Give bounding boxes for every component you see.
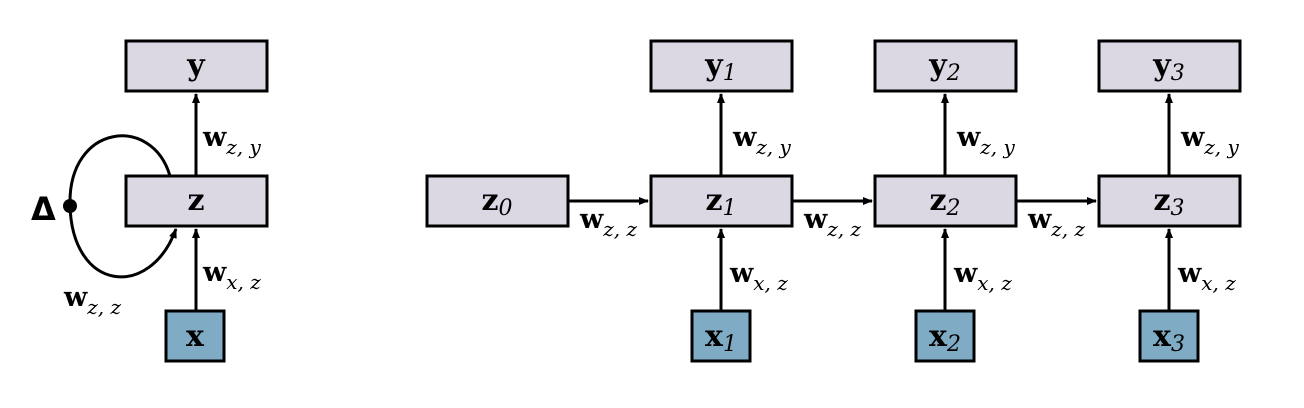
svg-text:z0: z0 <box>481 183 512 221</box>
folded-output-node: y <box>124 39 269 93</box>
step-2: y2 z2 x2 wz, y wx, z <box>873 39 1018 363</box>
hidden-node-1: z1 <box>649 174 794 228</box>
svg-text:y: y <box>186 48 206 83</box>
folded-weight-zy: wz, y <box>202 122 262 159</box>
folded-network: y z x wz, y wx, z Δ wz, z <box>31 39 269 363</box>
step-1: y1 z1 x1 wz, y wx, z <box>649 39 794 363</box>
svg-text:x: x <box>186 319 205 354</box>
folded-output-label: y <box>186 48 206 83</box>
weight-xz-2: wx, z <box>953 258 1012 295</box>
input-node-2: x2 <box>914 309 976 363</box>
weight-zy-1: wz, y <box>732 122 792 159</box>
unrolled-network: z0 y1 z1 x1 wz, y wx, z <box>425 39 1242 363</box>
weight-xz-3: wx, z <box>1177 258 1236 295</box>
weight-zy-3: wz, y <box>1180 122 1240 159</box>
svg-text:x3: x3 <box>1153 319 1185 357</box>
svg-text:z: z <box>187 183 204 218</box>
weight-xz-1: wx, z <box>729 258 788 295</box>
svg-text:y1: y1 <box>704 48 736 86</box>
delay-node <box>63 199 77 213</box>
weight-zy-2: wz, y <box>956 122 1016 159</box>
weight-zz-2: wz, z <box>1027 204 1086 241</box>
output-node-1: y1 <box>649 39 794 93</box>
step-3: y3 z3 x3 wz, y wx, z <box>1097 39 1242 363</box>
svg-text:z1: z1 <box>705 183 736 221</box>
hidden-node-2: z2 <box>873 174 1018 228</box>
folded-input-node: x <box>164 309 226 363</box>
svg-text:x2: x2 <box>929 319 961 357</box>
weight-zz-0: wz, z <box>579 204 638 241</box>
folded-weight-zz: wz, z <box>63 282 122 319</box>
output-node-3: y3 <box>1097 39 1242 93</box>
hidden-node-3: z3 <box>1097 174 1242 228</box>
folded-input-label: x <box>186 319 205 354</box>
svg-text:z3: z3 <box>1153 183 1184 221</box>
output-node-2: y2 <box>873 39 1018 93</box>
weight-zz-1: wz, z <box>803 204 862 241</box>
delay-symbol: Δ <box>31 190 56 228</box>
svg-text:x1: x1 <box>705 319 737 357</box>
initial-state-node: z0 <box>425 174 570 228</box>
svg-text:z2: z2 <box>929 183 960 221</box>
folded-hidden-node: z <box>124 174 269 228</box>
folded-hidden-label: z <box>187 183 204 218</box>
svg-text:y2: y2 <box>928 48 960 86</box>
input-node-3: x3 <box>1138 309 1200 363</box>
input-node-1: x1 <box>690 309 752 363</box>
svg-text:y3: y3 <box>1152 48 1184 86</box>
folded-weight-xz: wx, z <box>202 257 261 294</box>
